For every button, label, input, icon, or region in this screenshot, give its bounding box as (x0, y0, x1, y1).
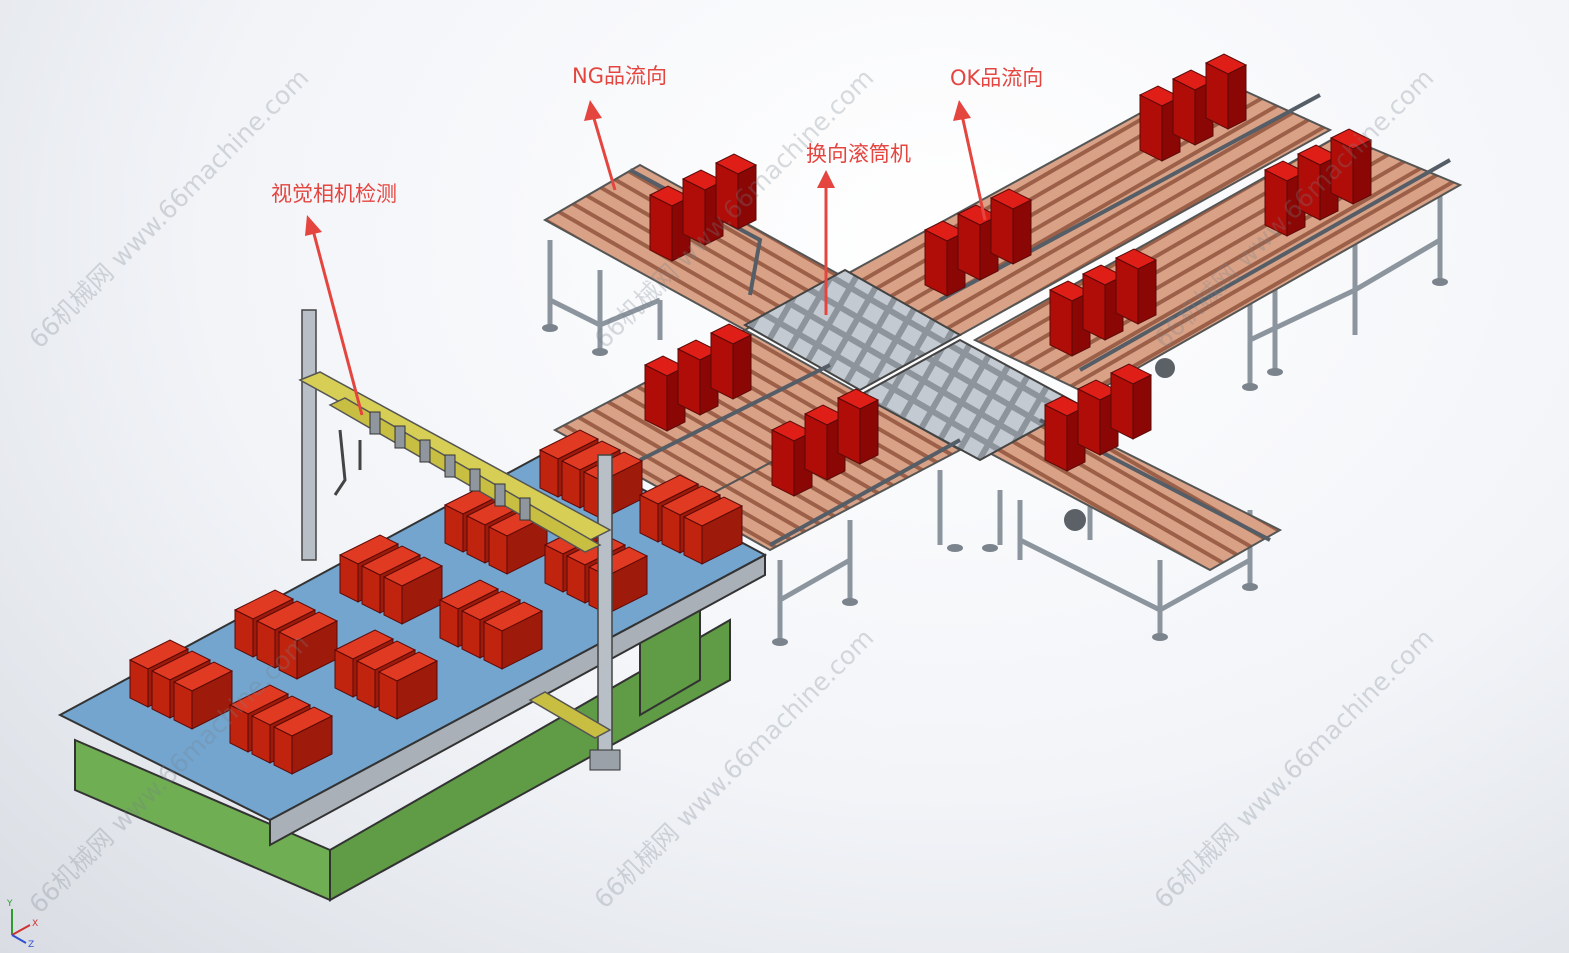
red-box (709, 323, 753, 400)
label-ok-flow: OK品流向 (950, 66, 1044, 90)
red-box (1114, 248, 1158, 325)
drive-motors (1064, 358, 1175, 531)
camera-units (369, 411, 531, 521)
label-diverter: 换向滚筒机 (806, 142, 911, 166)
camera-bracket (333, 429, 362, 496)
red-box (172, 661, 234, 730)
arrow-ok (960, 114, 987, 221)
conveyor-support-frames (547, 180, 1443, 640)
red-box (770, 420, 814, 497)
red-box (714, 153, 758, 230)
conveyor-feet (542, 278, 1448, 646)
label-camera-inspection: 视觉相机检测 (271, 182, 397, 206)
gantry-foot (589, 749, 621, 771)
red-box (676, 339, 720, 416)
triad-z-label: Z (28, 940, 34, 947)
red-box (682, 496, 744, 565)
product-boxes-rollers (643, 53, 1373, 497)
belt-conveyor-base-side (329, 618, 731, 902)
red-box (1204, 53, 1248, 130)
red-box (989, 188, 1033, 265)
red-box (1109, 363, 1153, 440)
gantry-post-left (301, 309, 317, 561)
red-box (1329, 128, 1373, 205)
red-box (377, 651, 439, 720)
arrow-camera (311, 229, 364, 416)
product-boxes-belt (128, 429, 744, 775)
red-box (836, 388, 880, 465)
triad-x-label: X (32, 919, 38, 929)
red-box (1296, 144, 1340, 221)
red-box (1076, 379, 1120, 456)
callout-arrows (305, 100, 987, 416)
axis-triad-icon: Y X Z (6, 899, 38, 947)
red-box (272, 706, 334, 775)
red-box (1171, 69, 1215, 146)
red-box (382, 556, 444, 625)
red-box (277, 611, 339, 680)
red-box (482, 601, 544, 670)
label-ng-flow: NG品流向 (572, 64, 667, 88)
gantry-base-rail (528, 691, 612, 739)
arrow-ng (591, 114, 617, 191)
vision-camera-gantry (298, 309, 621, 771)
triad-y-label: Y (6, 899, 13, 909)
gantry-post-right (597, 454, 613, 766)
